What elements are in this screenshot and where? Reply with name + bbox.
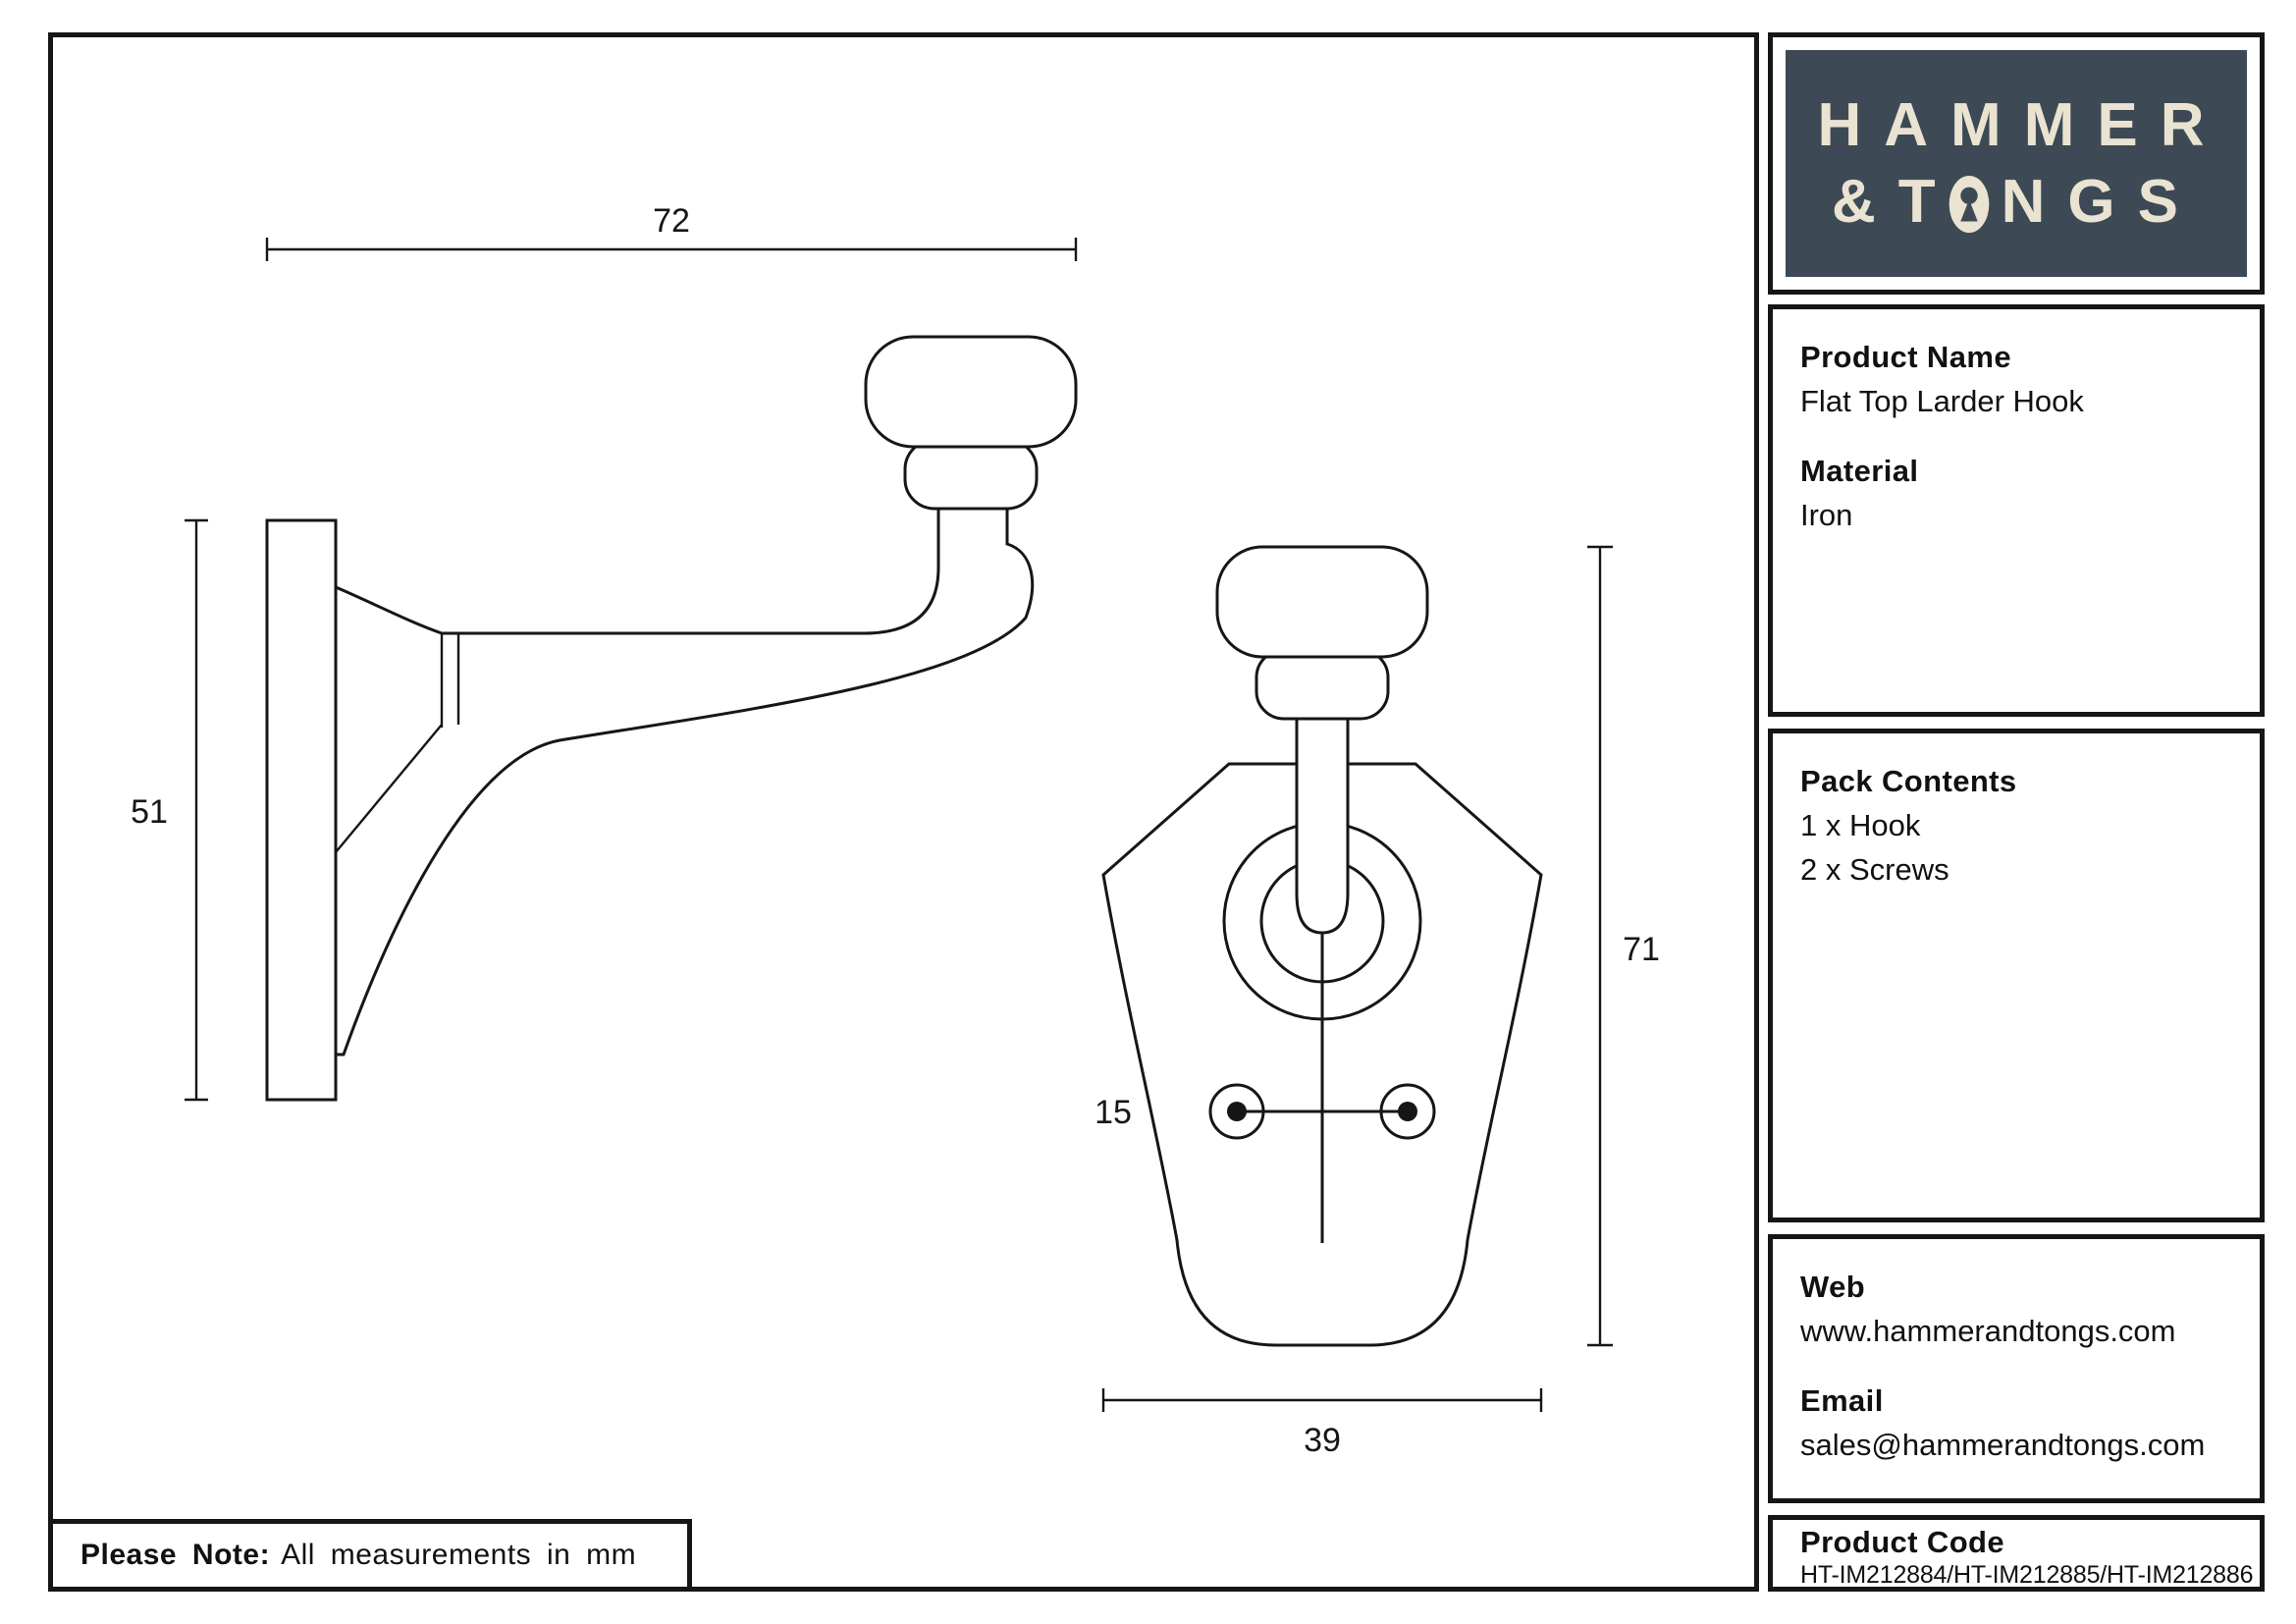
measurements-note: Please Note: All measurements in mm (48, 1519, 692, 1592)
note-label: Please Note: (80, 1539, 271, 1571)
product-code-heading: Product Code (1800, 1525, 2005, 1559)
screw-center-left (1227, 1102, 1247, 1121)
contact-panel: Web www.hammerandtongs.com Email sales@h… (1768, 1234, 2265, 1503)
logo-ampersand-t: &T (1831, 167, 1958, 236)
web-heading: Web (1800, 1270, 1866, 1304)
pack-contents-heading: Pack Contents (1800, 764, 2017, 798)
dim-plate-height: 51 (131, 518, 208, 1102)
product-code-panel: Product Code HT-IM212884/HT-IM212885/HT-… (1768, 1515, 2265, 1592)
pack-item: 1 x Hook (1800, 808, 1921, 842)
front-knob-cap (1215, 545, 1429, 659)
side-collar (903, 438, 1039, 511)
technical-drawing: 72 51 (131, 202, 1660, 1459)
dim-projection: 72 (265, 202, 1078, 261)
dim-height-label: 71 (1623, 931, 1660, 968)
drawing-area: 72 51 (48, 32, 1759, 1592)
logo-word-hammer: HAMMER (1817, 90, 2227, 159)
side-knob-cap (864, 335, 1078, 449)
brand-logo-box: HAMMER &T NGS (1768, 32, 2265, 295)
front-stem (1295, 708, 1350, 935)
dim-plate-height-label: 51 (131, 793, 168, 831)
email-heading: Email (1800, 1383, 1884, 1418)
product-panel: Product Name Flat Top Larder Hook Materi… (1768, 304, 2265, 717)
note-text: All measurements in mm (281, 1539, 637, 1571)
side-hook-body (334, 503, 1035, 1056)
front-collar (1255, 648, 1390, 721)
dim-screw-spacing-label: 15 (1095, 1094, 1132, 1131)
screw-center-right (1398, 1102, 1417, 1121)
side-wall-plate (265, 518, 338, 1102)
dim-height: 71 (1587, 545, 1660, 1347)
pack-contents-panel: Pack Contents 1 x Hook 2 x Screws (1768, 729, 2265, 1222)
dim-width: 39 (1101, 1388, 1543, 1459)
front-view: 71 39 15 (1095, 545, 1660, 1459)
keyhole-icon (1949, 175, 1989, 233)
product-name-value: Flat Top Larder Hook (1800, 384, 2084, 418)
product-code-value: HT-IM212884/HT-IM212885/HT-IM212886 (1800, 1561, 2254, 1589)
logo-word-tongs: &T NGS (1832, 164, 2201, 241)
dim-width-label: 39 (1304, 1422, 1341, 1459)
email-value: sales@hammerandtongs.com (1800, 1428, 2206, 1462)
logo-ngs: NGS (2001, 167, 2201, 236)
front-screw-holes (1208, 1083, 1436, 1140)
dim-projection-label: 72 (653, 202, 690, 240)
web-value: www.hammerandtongs.com (1800, 1314, 2176, 1348)
brand-logo: HAMMER &T NGS (1786, 50, 2247, 277)
side-view: 72 51 (131, 202, 1078, 1102)
material-value: Iron (1800, 498, 1853, 532)
side-flange-underside (335, 724, 443, 853)
product-name-heading: Product Name (1800, 340, 2011, 374)
material-heading: Material (1800, 454, 1919, 488)
pack-item: 2 x Screws (1800, 852, 1949, 887)
